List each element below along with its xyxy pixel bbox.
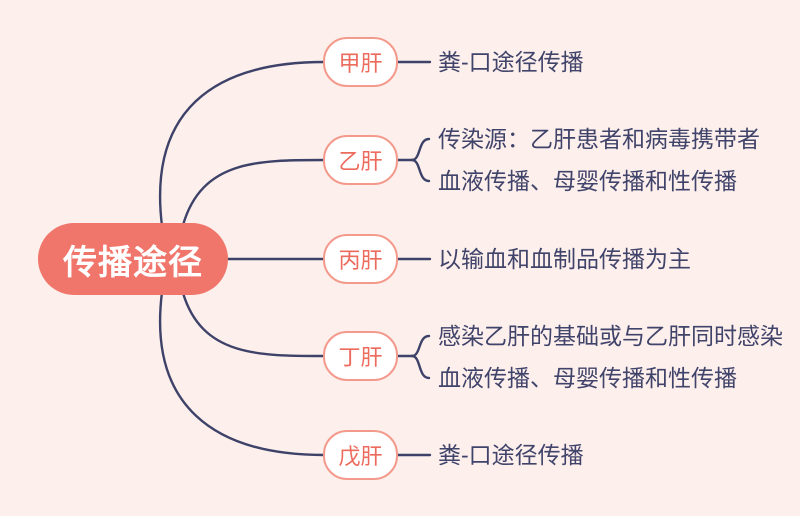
leaf-hep-e-route[interactable]: 粪-口途径传播	[438, 442, 584, 468]
root-node-transmission-routes[interactable]: 传播途径	[38, 223, 228, 295]
branch-node-hep-e[interactable]: 戊肝	[323, 430, 398, 480]
connector-root-to-hep-d	[181, 291, 326, 358]
connector-root-to-hep-e	[158, 290, 326, 457]
branch-node-hep-a[interactable]: 甲肝	[323, 37, 398, 87]
connector-hep-b-to-leaf-2	[410, 158, 431, 183]
leaf-hep-d-basis[interactable]: 感染乙肝的基础或与乙肝同时感染	[438, 323, 783, 349]
leaf-hep-c-route[interactable]: 以输血和血制品传播为主	[438, 246, 691, 272]
leaf-hep-b-source[interactable]: 传染源：乙肝患者和病毒携带者	[438, 126, 760, 152]
connector-hep-b-to-leaf-1	[410, 137, 431, 162]
leaf-hep-d-route[interactable]: 血液传播、母婴传播和性传播	[438, 365, 737, 391]
branch-node-hep-b[interactable]: 乙肝	[323, 135, 398, 185]
connector-hep-d-to-leaf-1	[410, 334, 431, 358]
leaf-hep-b-route[interactable]: 血液传播、母婴传播和性传播	[438, 168, 737, 194]
connector-root-to-hep-a	[158, 60, 326, 228]
leaf-hep-a-route[interactable]: 粪-口途径传播	[438, 49, 584, 75]
branch-node-hep-c[interactable]: 丙肝	[323, 234, 398, 284]
branch-node-hep-d[interactable]: 丁肝	[323, 331, 398, 381]
connector-hep-d-to-leaf-2	[410, 354, 431, 380]
connector-root-to-hep-b	[181, 158, 326, 227]
